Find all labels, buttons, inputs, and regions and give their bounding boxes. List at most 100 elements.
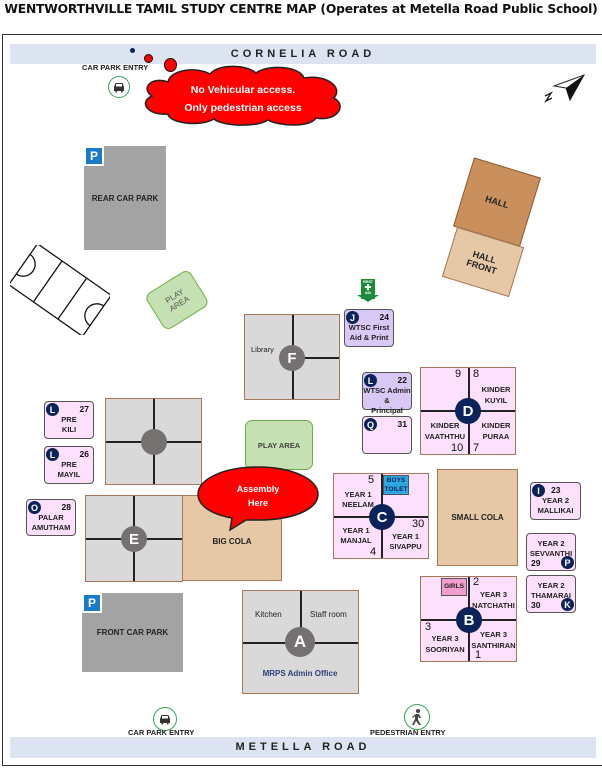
boys-toilet-line-1: BOYS bbox=[386, 477, 406, 484]
room-year3-sooriyan: YEAR 3 SOORIYAN bbox=[422, 633, 468, 655]
room-year3-natchathi: YEAR 3 NATCHATHI bbox=[470, 589, 517, 611]
boys-toilet-line-2: TOILET bbox=[384, 486, 408, 493]
room-name-label: SIVAPPU bbox=[389, 542, 422, 551]
staff-room-label: Staff room bbox=[310, 610, 347, 619]
play-area-north-label: PLAY AREA bbox=[163, 287, 192, 314]
compass: N bbox=[540, 70, 590, 110]
room-class-label: KINDER bbox=[481, 385, 511, 394]
portable-label-line-1: WTSC Admin & bbox=[363, 386, 411, 405]
room-class-label: YEAR 3 bbox=[431, 634, 459, 643]
assembly-line-1: Assembly bbox=[236, 484, 280, 494]
room-number: 4 bbox=[370, 546, 377, 558]
portable-badge[interactable]: J bbox=[346, 311, 359, 324]
big-cola-label: BIG COLA bbox=[212, 536, 252, 546]
front-car-park-label: FRONT CAR PARK bbox=[96, 628, 169, 637]
portable-number: 28 bbox=[61, 502, 71, 512]
top-car-park-entry-label: CAR PARK ENTRY bbox=[82, 63, 149, 72]
room-class-label: YEAR 1 bbox=[342, 526, 370, 535]
building-d-marker[interactable]: D bbox=[455, 398, 481, 424]
room-name-label: MANJAL bbox=[340, 536, 372, 545]
portable-badge[interactable]: O bbox=[28, 501, 41, 514]
room-name-label: SOORIYAN bbox=[425, 645, 465, 654]
portable-badge[interactable]: L bbox=[364, 374, 377, 387]
room-class-label: YEAR 1 bbox=[344, 490, 372, 499]
building-a-marker[interactable]: A bbox=[285, 627, 315, 657]
room-name-label: SANTHIRAN bbox=[471, 641, 516, 650]
building-unlabeled bbox=[105, 398, 202, 485]
portable-label-line-1: YEAR 2 bbox=[541, 496, 570, 505]
car-icon[interactable] bbox=[108, 76, 130, 98]
portable-label-line-2: Aid & Print bbox=[349, 333, 389, 342]
first-aid-line-1: FIRST bbox=[362, 280, 374, 284]
portable-badge[interactable]: P bbox=[561, 556, 574, 569]
portable-label-line-1: PRE bbox=[61, 415, 77, 424]
portable-number: 22 bbox=[397, 375, 407, 385]
portable-badge[interactable]: L bbox=[46, 448, 59, 461]
portable-label: WTSC Admin &Principal bbox=[363, 386, 411, 416]
building-b-marker[interactable]: B bbox=[456, 607, 482, 633]
parking-sign-icon: P bbox=[82, 593, 102, 613]
portable-number: 29 bbox=[531, 558, 541, 568]
portable-label-line-1: PRE bbox=[61, 460, 77, 469]
room-class-label: KINDER bbox=[430, 421, 460, 430]
portable-label-line-2: SEVVANTHI bbox=[529, 549, 573, 558]
no-vehicle-line-1: No Vehicular access. bbox=[190, 84, 296, 96]
portable-badge[interactable]: I bbox=[532, 484, 545, 497]
parking-sign-icon: P bbox=[84, 146, 104, 166]
room-name-label: NATCHATHI bbox=[472, 601, 515, 610]
building-e-marker[interactable]: E bbox=[121, 526, 147, 552]
assembly-notice: Assembly Here bbox=[198, 482, 318, 510]
rear-car-park-label: REAR CAR PARK bbox=[91, 193, 159, 203]
portable-label-line-2: MALLIKAI bbox=[537, 506, 574, 515]
page-title: WENTWORTHVILLE TAMIL STUDY CENTRE MAP (O… bbox=[4, 2, 598, 16]
small-cola: SMALL COLA bbox=[437, 469, 518, 566]
portable-label-line-2: THAMARAI bbox=[531, 591, 571, 600]
portable-badge[interactable]: Q bbox=[364, 418, 377, 431]
hall-front-label: HALL FRONT bbox=[465, 248, 498, 277]
no-vehicle-notice: No Vehicular access. Only pedestrian acc… bbox=[138, 81, 348, 117]
portable-badge[interactable]: K bbox=[561, 598, 574, 611]
mrps-admin-office-label: MRPS Admin Office bbox=[262, 669, 338, 678]
room-name-label: KUYIL bbox=[484, 396, 508, 405]
portable-badge[interactable]: L bbox=[46, 403, 59, 416]
room-class-label: KINDER bbox=[481, 421, 511, 430]
portable-number: 27 bbox=[79, 404, 89, 414]
portable-number: 23 bbox=[551, 485, 561, 495]
boys-toilet: BOYS TOILET bbox=[383, 475, 409, 495]
room-number: 30 bbox=[412, 518, 425, 530]
kitchen-label: Kitchen bbox=[255, 610, 282, 619]
car-icon[interactable] bbox=[153, 707, 177, 731]
portable-number: 24 bbox=[379, 312, 389, 322]
room-number: 3 bbox=[425, 621, 432, 633]
building-f-marker[interactable]: F bbox=[279, 345, 305, 371]
bottom-car-park-entry-label: CAR PARK ENTRY bbox=[128, 728, 195, 737]
building-marker-icon bbox=[141, 429, 167, 455]
play-area-center-label: PLAY AREA bbox=[257, 440, 301, 450]
room-class-label: YEAR 1 bbox=[391, 532, 420, 541]
portable-number: 30 bbox=[531, 600, 541, 610]
building-c-marker[interactable]: C bbox=[369, 504, 395, 530]
no-vehicle-cloud bbox=[144, 65, 341, 126]
map-frame bbox=[2, 34, 602, 766]
pedestrian-icon[interactable] bbox=[404, 704, 430, 730]
room-class-label: YEAR 3 bbox=[479, 590, 508, 599]
thought-dot-icon bbox=[130, 48, 135, 53]
small-cola-label: SMALL COLA bbox=[451, 513, 504, 522]
north-arrow-icon bbox=[543, 74, 586, 103]
portable-label-line-1: YEAR 2 bbox=[537, 581, 565, 590]
